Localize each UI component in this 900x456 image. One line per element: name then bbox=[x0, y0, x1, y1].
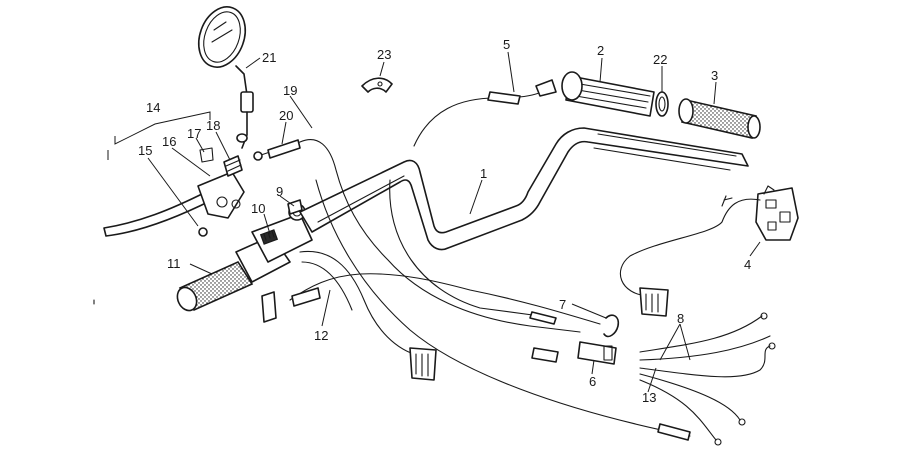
callout-21: 21 bbox=[262, 50, 276, 65]
grip-icon bbox=[176, 203, 313, 312]
leader-lines bbox=[107, 51, 761, 393]
callout-20: 20 bbox=[279, 108, 293, 123]
callout-3: 3 bbox=[711, 68, 718, 83]
callout-23: 23 bbox=[377, 47, 391, 62]
callout-labels: 1 2 3 4 5 6 7 8 9 10 11 12 13 14 15 16 1… bbox=[138, 37, 751, 405]
callout-1: 1 bbox=[480, 166, 487, 181]
callout-9: 9 bbox=[276, 184, 283, 199]
callout-13: 13 bbox=[642, 390, 656, 405]
connector-icon bbox=[261, 77, 620, 381]
callout-10: 10 bbox=[251, 201, 265, 216]
switch-icon bbox=[619, 185, 799, 317]
callout-14: 14 bbox=[146, 100, 160, 115]
callout-6: 6 bbox=[589, 374, 596, 389]
callout-4: 4 bbox=[744, 257, 751, 272]
callout-8: 8 bbox=[677, 311, 684, 326]
lever-icon bbox=[103, 147, 245, 237]
callout-19: 19 bbox=[283, 83, 297, 98]
cable-icon bbox=[253, 79, 776, 446]
callout-15: 15 bbox=[138, 143, 152, 158]
handlebar-icon bbox=[299, 127, 749, 251]
grip-icon bbox=[561, 71, 761, 139]
callout-7: 7 bbox=[559, 297, 566, 312]
callout-16: 16 bbox=[162, 134, 176, 149]
callout-22: 22 bbox=[653, 52, 667, 67]
callout-18: 18 bbox=[206, 118, 220, 133]
mirror-icon bbox=[197, 6, 254, 149]
callout-5: 5 bbox=[503, 37, 510, 52]
callout-11: 11 bbox=[167, 256, 181, 271]
callout-2: 2 bbox=[597, 43, 604, 58]
callout-12: 12 bbox=[314, 328, 328, 343]
callout-17: 17 bbox=[187, 126, 201, 141]
